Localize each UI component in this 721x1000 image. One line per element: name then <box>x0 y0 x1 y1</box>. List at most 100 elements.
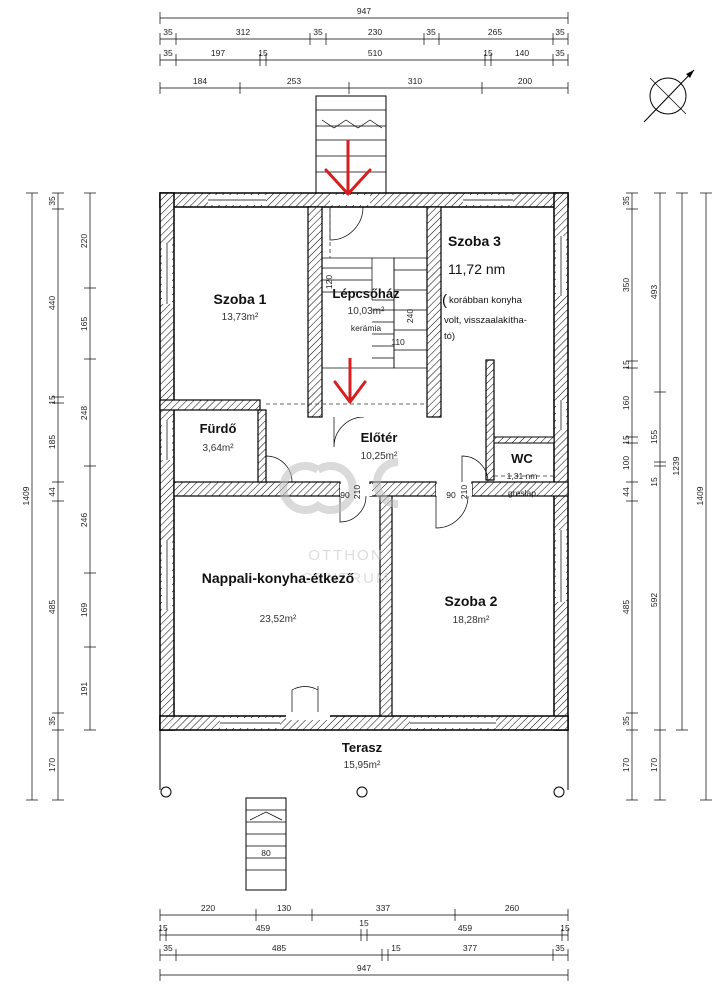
svg-text:15: 15 <box>258 48 268 58</box>
svg-text:185: 185 <box>47 435 57 449</box>
entry-stairs-top <box>315 95 387 195</box>
svg-text:184: 184 <box>193 76 207 86</box>
window-lines <box>166 199 562 724</box>
room-furdo-name: Fürdő <box>200 421 237 436</box>
svg-text:459: 459 <box>256 923 270 933</box>
svg-text:170: 170 <box>649 758 659 772</box>
svg-text:310: 310 <box>408 76 422 86</box>
room-szoba2: Szoba 2 18,28m² <box>445 593 498 626</box>
room-nappali-name: Nappali-konyha-étkező <box>202 570 354 586</box>
svg-text:440: 440 <box>47 296 57 310</box>
room-szoba3-area: 11,72 nm <box>448 261 505 277</box>
svg-text:100: 100 <box>621 456 631 470</box>
room-wc-name: WC <box>511 451 533 466</box>
room-lepcsohaz-name: Lépcsőház <box>332 286 400 301</box>
inner-staircase: 120 240 110 <box>321 257 428 369</box>
bottom-dimensions: 220 130 337 260 15 459 15 459 15 35 485 … <box>158 903 570 981</box>
svg-text:80: 80 <box>261 848 271 858</box>
svg-text:35: 35 <box>163 943 173 953</box>
room-lepcsohaz-material: kerámia <box>351 323 382 333</box>
svg-text:485: 485 <box>272 943 286 953</box>
svg-text:35: 35 <box>555 943 565 953</box>
svg-text:248: 248 <box>79 406 89 420</box>
svg-text:15: 15 <box>621 435 631 445</box>
svg-text:220: 220 <box>201 903 215 913</box>
svg-text:592: 592 <box>649 593 659 607</box>
svg-text:155: 155 <box>649 430 659 444</box>
svg-text:CENTRUM: CENTRUM <box>302 570 391 587</box>
room-wc: WC 1,31 nm greslap <box>507 451 538 498</box>
room-szoba3-paren: ( <box>442 292 447 309</box>
svg-text:165: 165 <box>79 317 89 331</box>
room-furdo: Fürdő 3,64m² <box>200 421 237 454</box>
svg-text:35: 35 <box>313 27 323 37</box>
room-szoba2-name: Szoba 2 <box>445 593 498 609</box>
room-szoba3: Szoba 3 11,72 nm ( korábban konyha volt,… <box>442 233 527 342</box>
room-terasz-name: Terasz <box>342 740 383 755</box>
svg-text:169: 169 <box>79 603 89 617</box>
svg-text:240: 240 <box>405 309 415 323</box>
svg-text:15: 15 <box>621 360 631 370</box>
svg-text:170: 170 <box>621 758 631 772</box>
room-lepcsohaz-area: 10,03m² <box>348 306 385 317</box>
room-terasz-area: 15,95m² <box>344 760 381 771</box>
left-dimensions: 1409 35 440 15 185 44 485 35 170 220 165… <box>21 192 96 801</box>
entry-stairs-bottom: 80 <box>245 797 287 891</box>
svg-text:15: 15 <box>359 918 369 928</box>
svg-text:377: 377 <box>463 943 477 953</box>
room-eloter-area: 10,25m² <box>361 451 398 462</box>
svg-text:15: 15 <box>158 923 168 933</box>
svg-text:191: 191 <box>79 682 89 696</box>
room-szoba3-note-1: korábban konyha <box>449 295 523 306</box>
room-wc-area: 1,31 nm <box>507 471 538 481</box>
svg-text:510: 510 <box>368 48 382 58</box>
entrance-arrow-top <box>324 140 372 196</box>
room-furdo-area: 3,64m² <box>202 443 234 454</box>
svg-text:1409: 1409 <box>21 486 31 505</box>
svg-text:337: 337 <box>376 903 390 913</box>
room-szoba3-note-2: volt, visszaalakítha- <box>444 315 527 326</box>
svg-text:35: 35 <box>47 716 57 726</box>
svg-text:15: 15 <box>47 395 57 405</box>
top-dimensions: 947 35 312 35 230 35 265 35 35 197 15 51… <box>159 6 569 94</box>
svg-text:130: 130 <box>277 903 291 913</box>
svg-text:15: 15 <box>391 943 401 953</box>
svg-text:35: 35 <box>47 196 57 206</box>
dashed-lines <box>266 207 554 477</box>
otthon-centrum-logo: OTTHON CENTRUM <box>279 458 399 587</box>
door-dimensions: 90 210 90 210 <box>340 485 469 500</box>
svg-text:35: 35 <box>555 48 565 58</box>
svg-text:220: 220 <box>79 234 89 248</box>
room-eloter: Előtér 10,25m² <box>361 430 398 462</box>
svg-text:200: 200 <box>518 76 532 86</box>
room-lepcsohaz: Lépcsőház 10,03m² kerámia <box>332 286 400 333</box>
svg-text:44: 44 <box>621 487 631 497</box>
svg-text:90: 90 <box>446 490 456 500</box>
svg-text:140: 140 <box>515 48 529 58</box>
room-szoba3-note-3: tó) <box>444 331 455 342</box>
room-eloter-name: Előtér <box>361 430 398 445</box>
svg-text:110: 110 <box>391 337 405 347</box>
svg-text:246: 246 <box>79 513 89 527</box>
svg-text:459: 459 <box>458 923 472 933</box>
svg-text:35: 35 <box>163 27 173 37</box>
room-wc-material: greslap <box>508 488 536 498</box>
svg-text:35: 35 <box>426 27 436 37</box>
svg-text:350: 350 <box>621 278 631 292</box>
svg-text:35: 35 <box>555 27 565 37</box>
room-nappali: Nappali-konyha-étkező 23,52m² <box>202 570 354 625</box>
svg-text:1409: 1409 <box>695 486 705 505</box>
svg-text:210: 210 <box>352 485 362 499</box>
room-terasz: Terasz 15,95m² <box>342 740 383 771</box>
svg-text:120: 120 <box>324 275 334 289</box>
room-szoba3-name: Szoba 3 <box>448 233 501 249</box>
svg-text:OTTHON: OTTHON <box>308 547 383 564</box>
svg-text:312: 312 <box>236 27 250 37</box>
svg-text:35: 35 <box>163 48 173 58</box>
svg-text:493: 493 <box>649 285 659 299</box>
terrace-posts <box>159 730 569 798</box>
svg-text:15: 15 <box>483 48 493 58</box>
svg-text:485: 485 <box>47 600 57 614</box>
svg-text:485: 485 <box>621 600 631 614</box>
